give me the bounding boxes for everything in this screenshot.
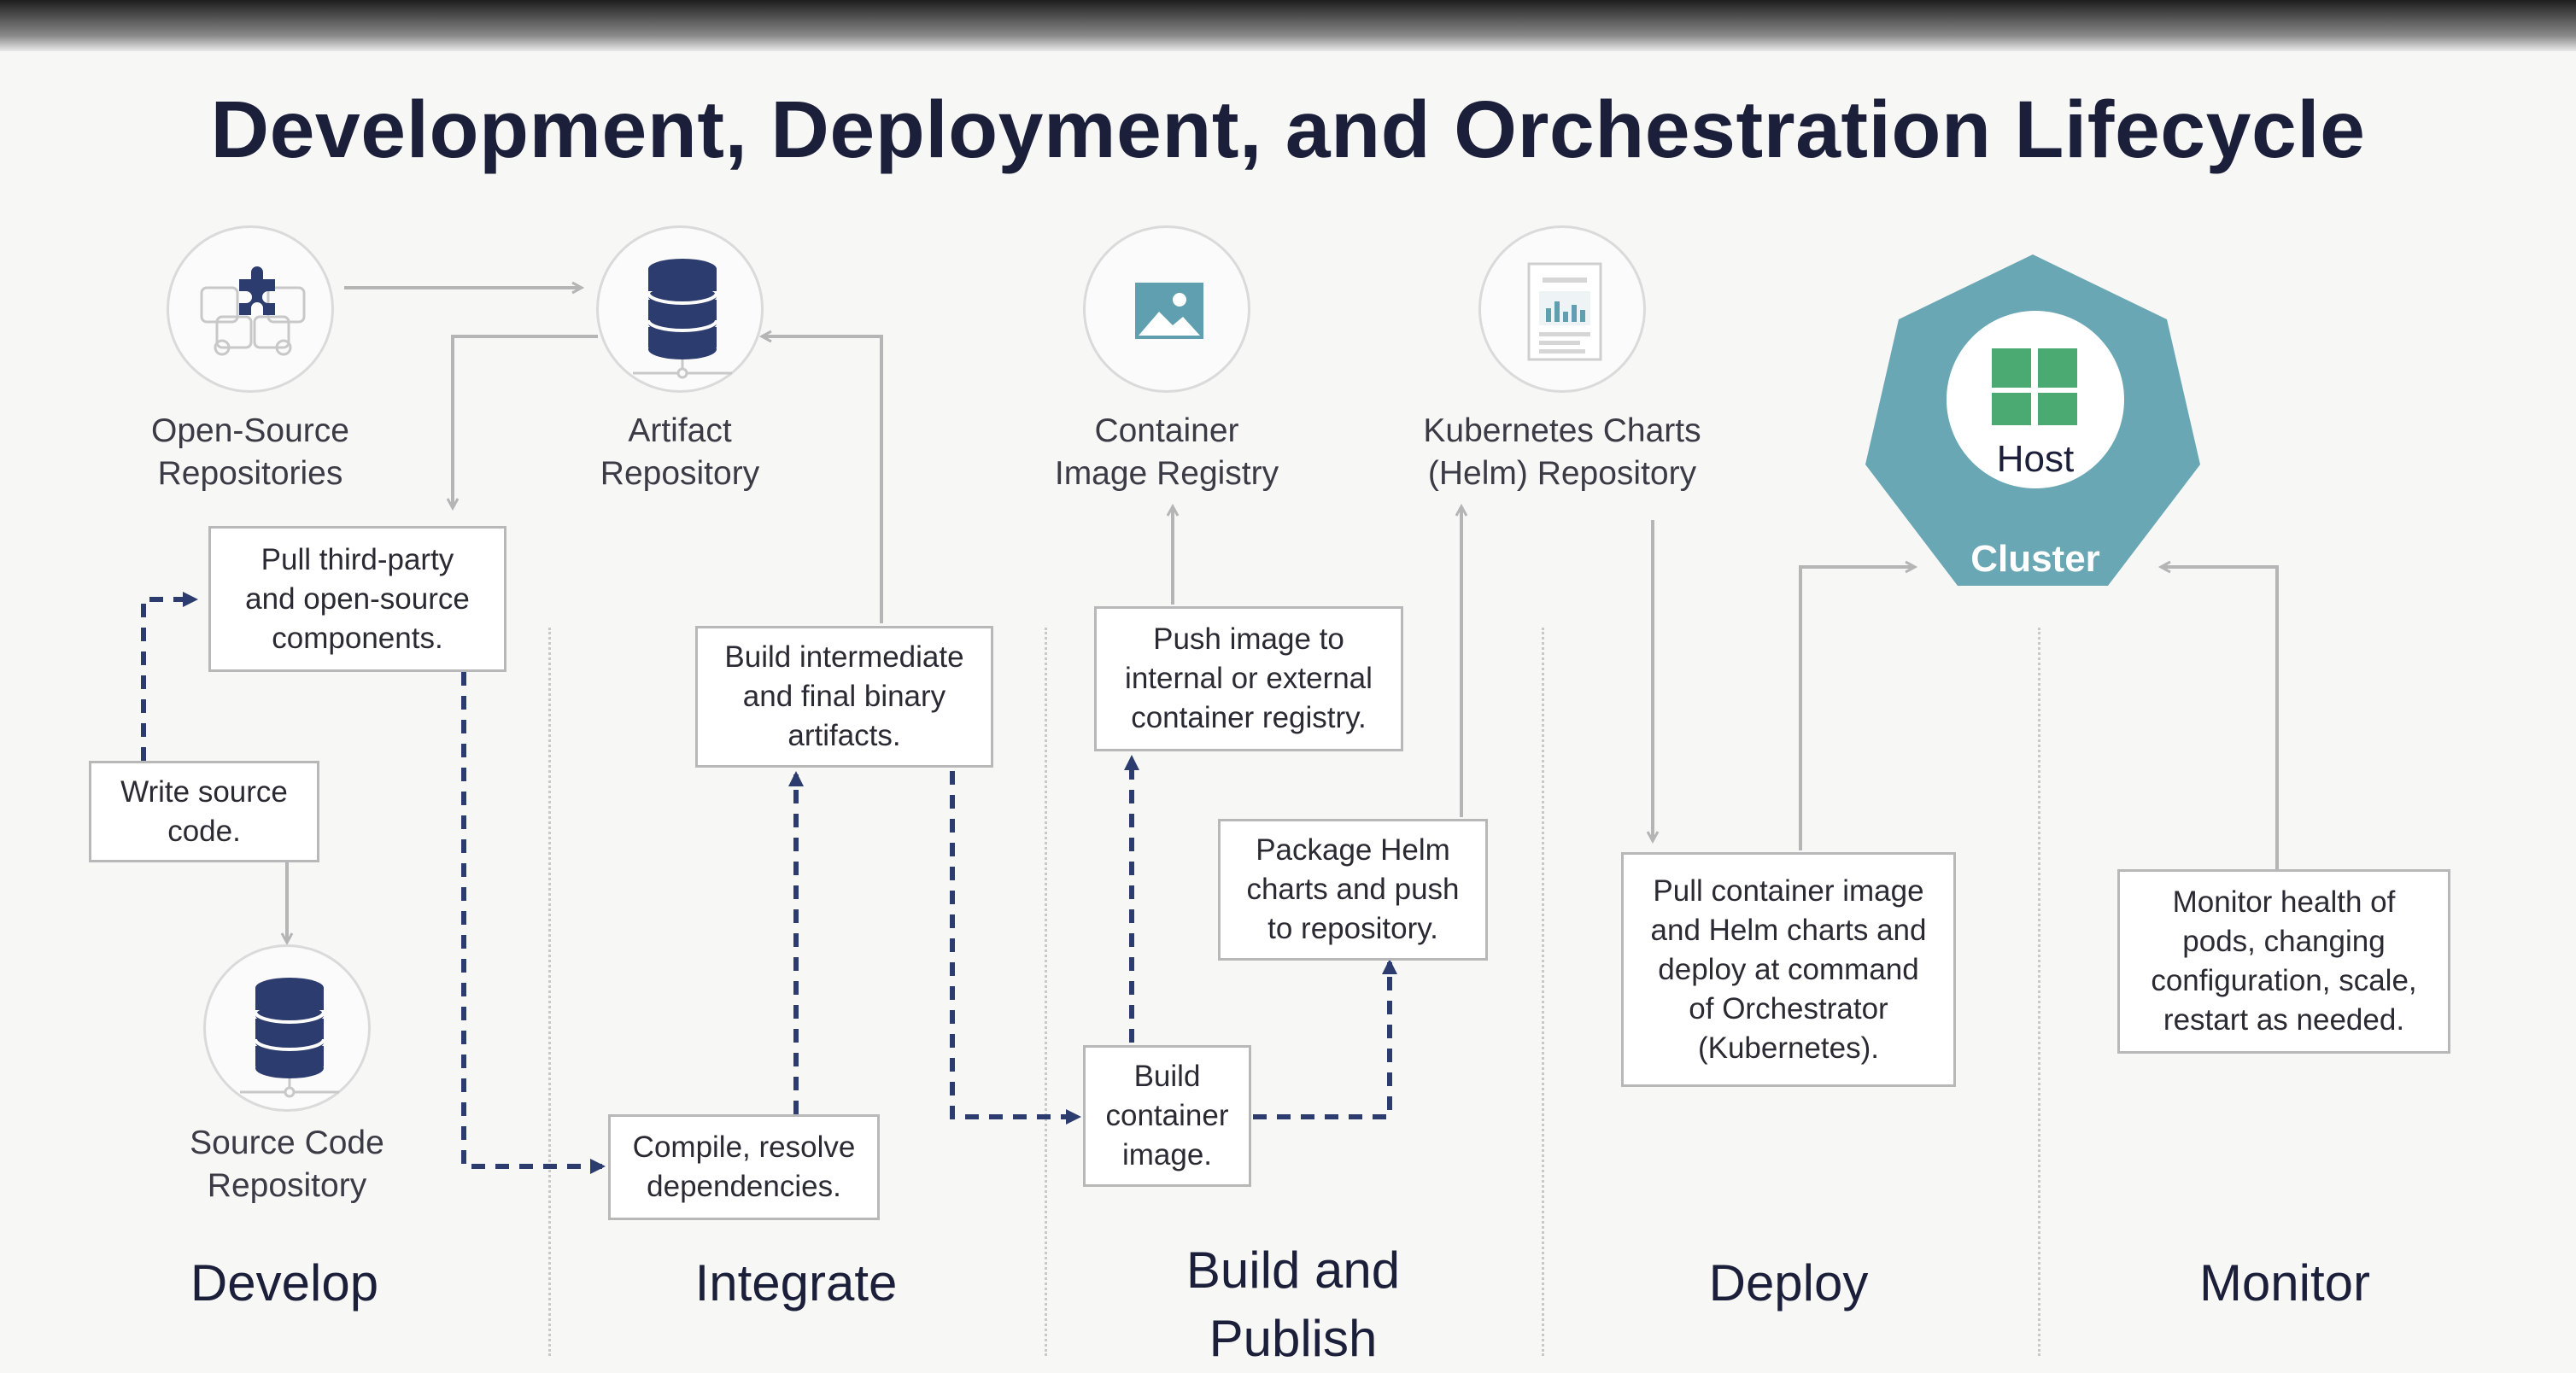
- arrow-artifact-to-pull: [453, 335, 598, 507]
- cluster-host-label: Host: [1996, 438, 2075, 480]
- build-container-box: Build container image.: [1083, 1045, 1251, 1187]
- divider-3: [1542, 628, 1544, 1356]
- monitor-health-box: Monitor health of pods, changing configu…: [2117, 869, 2450, 1054]
- chart-doc-icon: [1527, 262, 1602, 361]
- dashed-container-to-package: [1253, 959, 1397, 1119]
- source-code-repo-icon-circle: [203, 944, 371, 1112]
- container-registry-icon-circle: [1083, 225, 1250, 393]
- arrow-build-to-artifact: [763, 336, 883, 623]
- artifact-repo-label: Artifact Repository: [600, 412, 760, 492]
- divider-2: [1045, 628, 1047, 1356]
- puzzle-icon: [200, 266, 306, 356]
- cluster-shape: [1865, 254, 2200, 586]
- compile-box: Compile, resolve dependencies.: [608, 1114, 880, 1220]
- artifact-repo-icon-circle: [596, 225, 764, 393]
- build-binary-box: Build intermediate and final binary arti…: [695, 626, 993, 768]
- pull-deploy-box: Pull container image and Helm charts and…: [1621, 852, 1956, 1087]
- page-title: Development, Deployment, and Orchestrati…: [210, 85, 2366, 175]
- source-code-repo-label: Source Code Repository: [190, 1125, 384, 1204]
- pull-third-party-box: Pull third-party and open-source compone…: [208, 526, 506, 672]
- stage-integrate: Integrate: [694, 1254, 898, 1312]
- push-image-box: Push image to internal or external conta…: [1094, 606, 1403, 751]
- arrow-pull-to-cluster: [1799, 567, 1914, 850]
- stage-monitor: Monitor: [2198, 1254, 2371, 1312]
- container-registry-label: Container Image Registry: [1054, 412, 1279, 492]
- dashed-pull-to-compile: [461, 672, 606, 1174]
- grid-icon: [1992, 348, 2077, 425]
- image-icon: [1135, 283, 1203, 339]
- write-source-box: Write source code.: [89, 761, 319, 862]
- helm-repo-icon-circle: [1478, 225, 1646, 393]
- database-icon: [633, 259, 732, 379]
- divider-4: [2038, 628, 2040, 1356]
- database-icon: [240, 978, 339, 1098]
- stage-develop: Develop: [190, 1254, 379, 1312]
- helm-repo-label: Kubernetes Charts (Helm) Repository: [1423, 412, 1701, 492]
- package-helm-box: Package Helm charts and push to reposito…: [1218, 819, 1488, 961]
- open-source-repos-label: Open-Source Repositories: [151, 412, 349, 492]
- dashed-write-to-pull: [141, 592, 198, 761]
- stage-build-publish: Build and Publish: [1186, 1242, 1401, 1367]
- video-top-bar: [0, 0, 2576, 51]
- dashed-build-to-container: [950, 771, 1081, 1125]
- open-source-repos-icon-circle: [167, 225, 334, 393]
- stage-deploy: Deploy: [1708, 1254, 1869, 1312]
- divider-1: [548, 628, 551, 1356]
- arrow-monitor-to-cluster: [2162, 567, 2279, 869]
- cluster-label: Cluster: [1970, 538, 2100, 580]
